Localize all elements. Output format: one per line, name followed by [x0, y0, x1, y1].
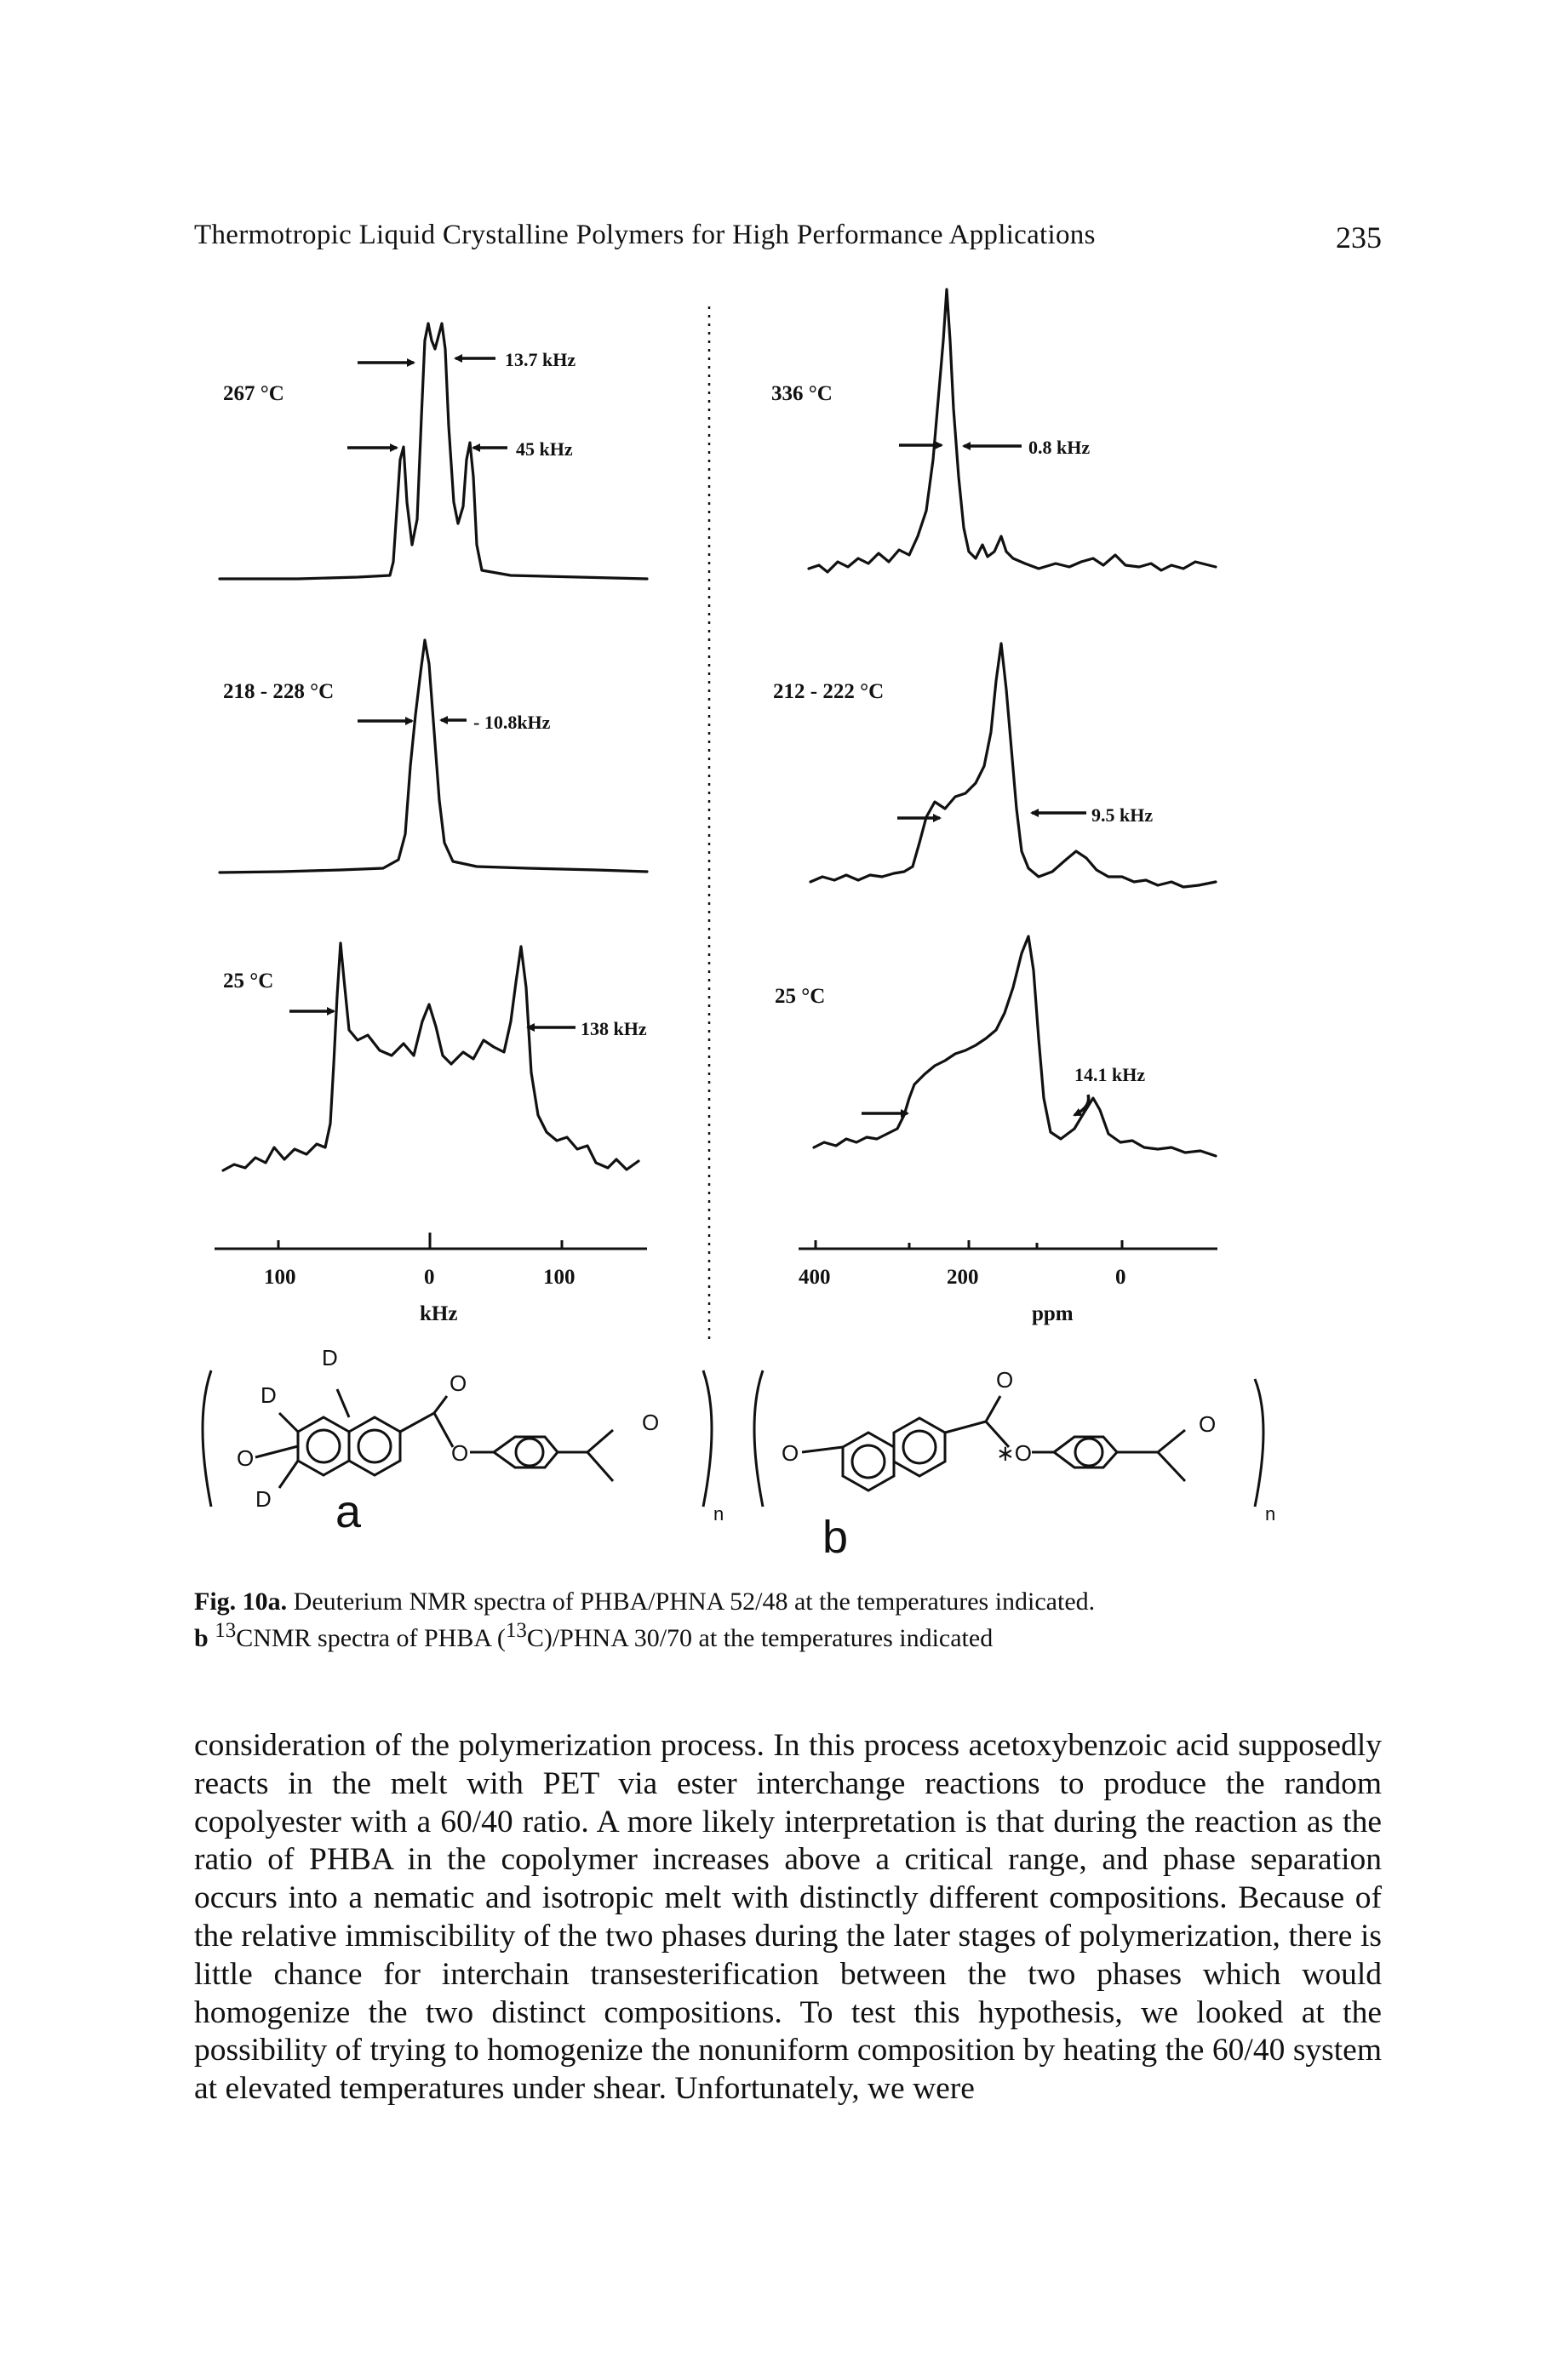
axis-a-tick-label: 100 [543, 1266, 576, 1289]
spectrum-a2-trace [218, 638, 649, 874]
axis-a: 100 0 100 kHz [215, 1233, 647, 1325]
bracket-left-icon [753, 1370, 765, 1508]
panel-letter-b: b [822, 1512, 848, 1563]
structure-a-subscript-n: n [713, 1503, 724, 1525]
spectrum-a1-trace [218, 322, 649, 581]
spectrum-b1-trace [807, 288, 1217, 574]
aromatic-circle-icon [514, 1437, 545, 1467]
running-title: Thermotropic Liquid Crystalline Polymers… [194, 220, 1096, 250]
spectrum-b2-trace [809, 642, 1217, 889]
structure-b-atom-o: O [782, 1440, 799, 1466]
spectrum-b2: 212 - 222 °C 9.5 kHz [773, 642, 1217, 889]
axis-b-tick-label: 0 [1115, 1266, 1126, 1289]
naphthalene-ring-icon [296, 1416, 351, 1477]
structure-a-atom-d: D [261, 1382, 277, 1408]
page-header: Thermotropic Liquid Crystalline Polymers… [194, 220, 1382, 271]
structure-a-atom-o: O [237, 1445, 254, 1471]
aromatic-circle-icon [357, 1428, 392, 1464]
aromatic-circle-icon [306, 1428, 341, 1464]
structure-b-atom-o: O [996, 1367, 1013, 1393]
spectrum-b1: 336 °C 0.8 kHz [771, 288, 1217, 574]
structure-b-atom-o: O [1199, 1411, 1216, 1437]
axis-a-tick-label: 100 [264, 1266, 296, 1289]
structure-a-atom-o: O [450, 1370, 467, 1396]
bracket-right-icon [702, 1370, 713, 1508]
naphthalene-ring-icon [841, 1431, 896, 1492]
naphthalene-ring-icon [892, 1416, 947, 1478]
caption-label-b: b [194, 1624, 209, 1652]
spectrum-b2-annotation-1: 9.5 kHz [1091, 804, 1153, 826]
naphthalene-ring-icon [347, 1416, 402, 1477]
bracket-left-icon [201, 1370, 213, 1508]
spectrum-b3-annotation-1: 14.1 kHz [1074, 1064, 1145, 1085]
page-number: 235 [1336, 220, 1382, 255]
caption-text-b2: C)/PHNA 30/70 at the temperatures indica… [526, 1624, 994, 1652]
spectrum-a1-annotation-1: 13.7 kHz [505, 349, 576, 370]
benzene-ring-icon [1051, 1435, 1120, 1469]
spectrum-a3-temperature: 25 °C [223, 970, 273, 993]
spectrum-a2: 218 - 228 °C - 10.8kHz [218, 638, 649, 874]
aromatic-circle-icon [850, 1444, 886, 1479]
spectrum-b2-temperature: 212 - 222 °C [773, 680, 884, 703]
spectrum-b1-temperature: 336 °C [771, 382, 833, 405]
spectrum-b3: 25 °C 14.1 kHz [775, 935, 1217, 1158]
spectrum-a1: 267 °C 13.7 kHz 45 kHz [218, 322, 649, 581]
aromatic-circle-icon [902, 1429, 937, 1465]
bracket-right-icon [1253, 1378, 1265, 1508]
axis-b-unit: ppm [1032, 1302, 1074, 1325]
spectrum-b3-temperature: 25 °C [775, 985, 825, 1008]
structure-a-atom-o: O [642, 1410, 659, 1435]
spectrum-b1-annotation-1: 0.8 kHz [1028, 437, 1090, 458]
aromatic-circle-icon [1074, 1437, 1104, 1467]
caption-superscript: 13 [215, 1619, 237, 1642]
figure-caption: Fig. 10a. Deuterium NMR spectra of PHBA/… [194, 1588, 1382, 1653]
axis-a-unit: kHz [420, 1302, 457, 1325]
structure-b-subscript-n: n [1265, 1503, 1275, 1525]
panel-letter-a: a [335, 1486, 362, 1537]
chem-structure-b [753, 1370, 1265, 1508]
structure-a-atom-d: D [255, 1486, 272, 1512]
spectrum-a2-annotation-1: - 10.8kHz [473, 712, 551, 733]
benzene-ring-icon [491, 1435, 559, 1469]
spectrum-a2-temperature: 218 - 228 °C [223, 680, 334, 703]
spectrum-a1-temperature: 267 °C [223, 382, 284, 405]
spectrum-a3-annotation-1: 138 kHz [581, 1018, 647, 1039]
structure-a-atom-d: D [322, 1345, 338, 1370]
caption-text-b1: CNMR spectra of PHBA ( [236, 1624, 506, 1652]
body-paragraph: consideration of the polymerization proc… [194, 1728, 1382, 2107]
axis-b-tick-label: 200 [947, 1266, 979, 1289]
structure-b-atom-star-o: ∗O [996, 1440, 1032, 1466]
spectrum-a1-annotation-2: 45 kHz [516, 438, 573, 460]
chem-structure-a [201, 1370, 713, 1508]
axis-b-tick-label: 400 [799, 1266, 831, 1289]
caption-text-a: Deuterium NMR spectra of PHBA/PHNA 52/48… [293, 1588, 1096, 1616]
arrow-icon [1073, 1094, 1091, 1117]
figure-label: Fig. 10a. [194, 1588, 288, 1616]
spectrum-a3: 25 °C 138 kHz [221, 941, 647, 1172]
axis-b: 400 200 0 ppm [799, 1240, 1217, 1325]
caption-superscript: 13 [505, 1619, 527, 1642]
spectrum-a3-trace [221, 941, 640, 1172]
spectrum-b3-trace [812, 935, 1217, 1158]
axis-a-tick-label: 0 [424, 1266, 435, 1289]
structure-a-atom-o: O [451, 1440, 468, 1466]
